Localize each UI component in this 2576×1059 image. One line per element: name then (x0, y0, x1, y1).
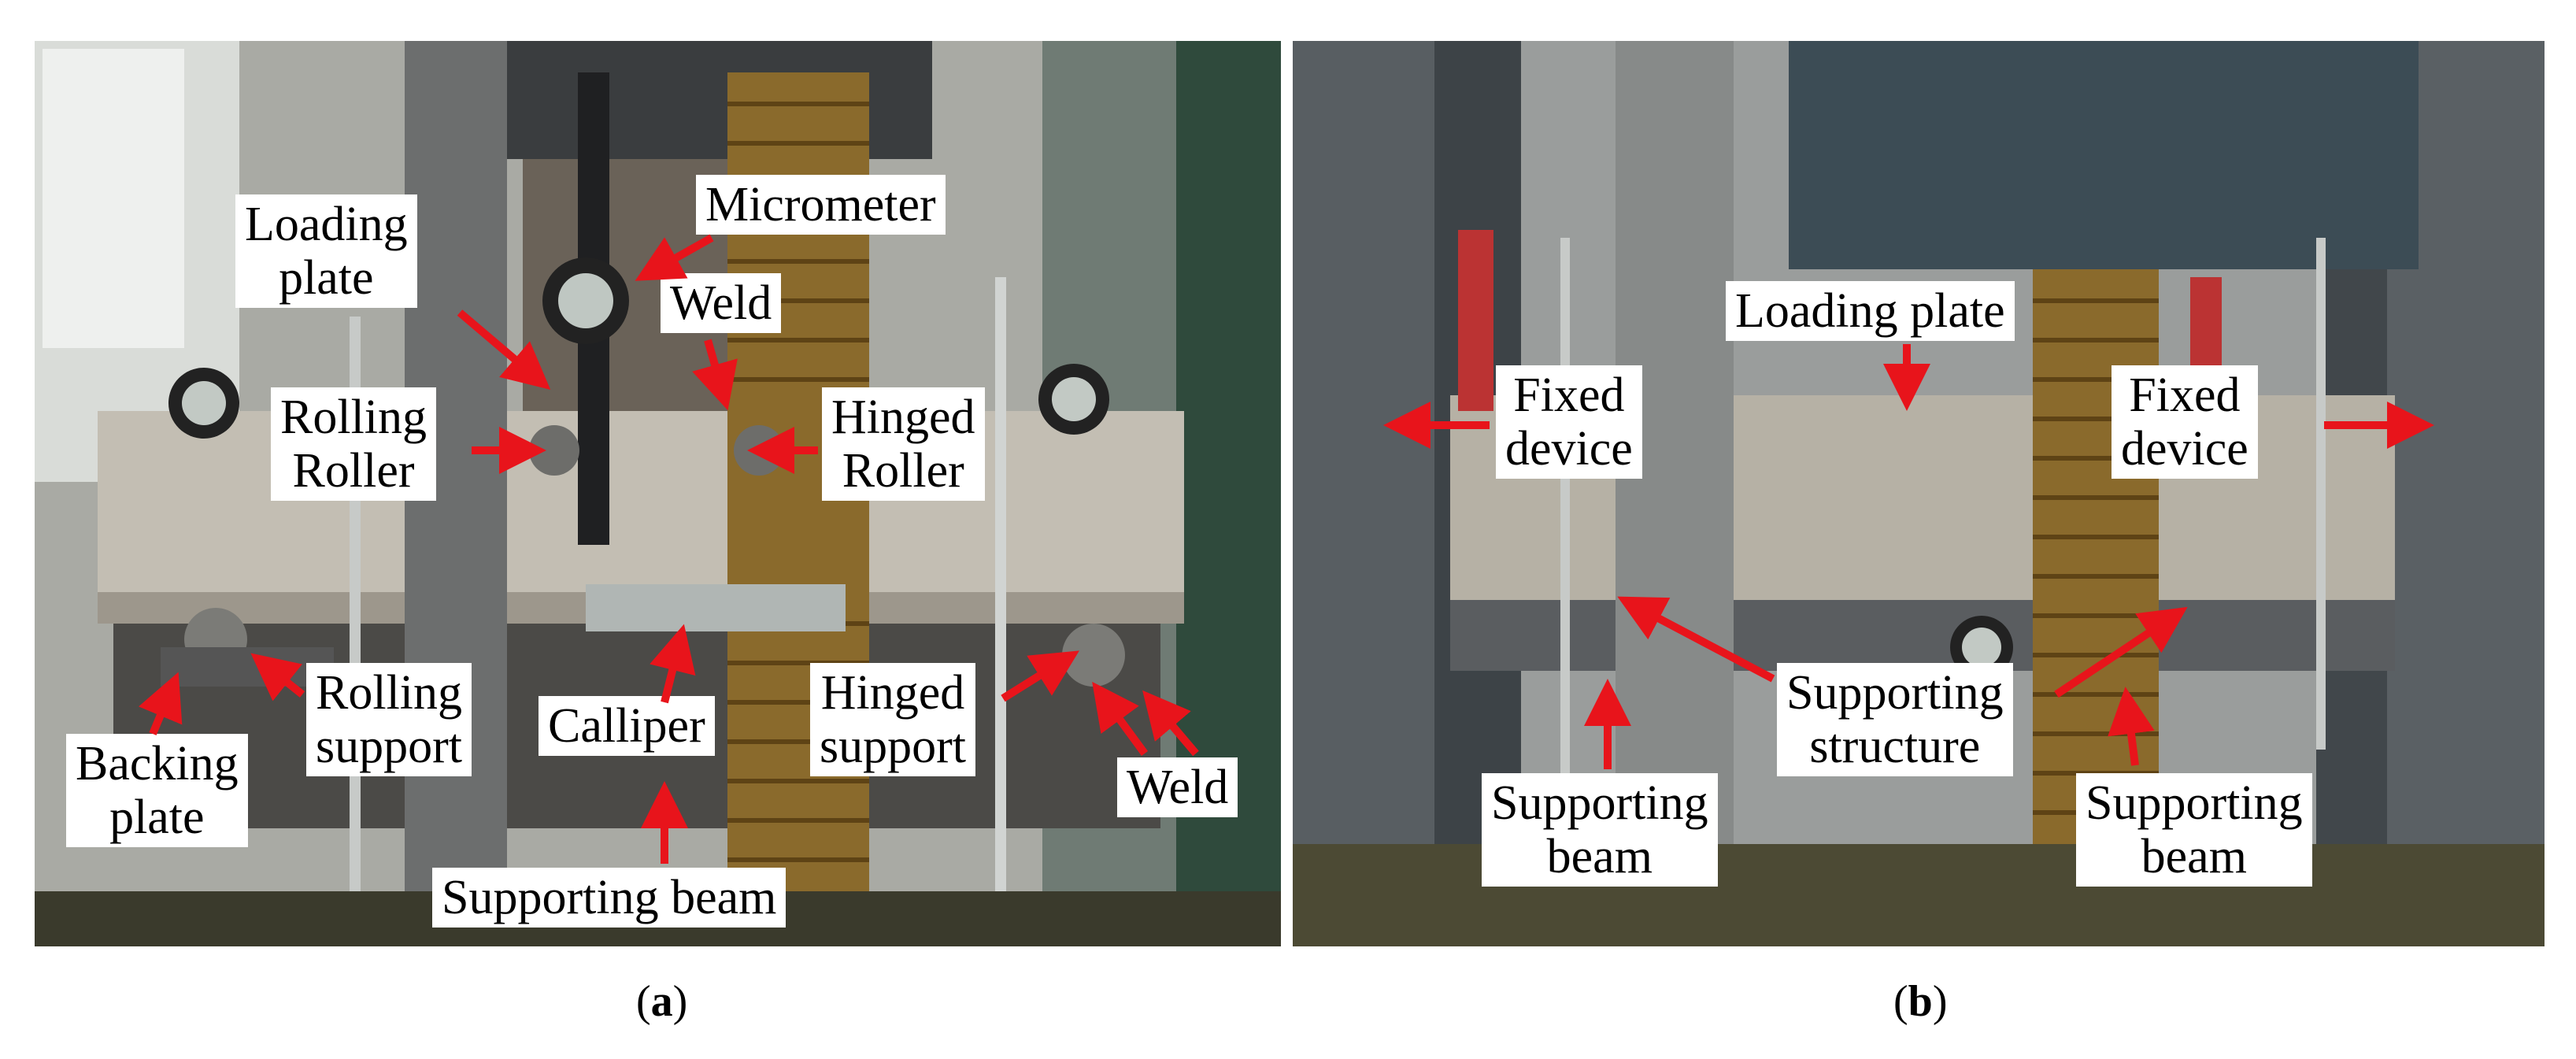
label-rolling-support-line2: support (316, 720, 463, 773)
arrow-weld-1 (1092, 681, 1149, 756)
label-fixed-device-left: Fixed device (1496, 365, 1642, 479)
label-fixed-device-left-line1: Fixed (1513, 368, 1625, 422)
label-fixed-device-left-line2: device (1505, 422, 1633, 476)
label-fixed-device-right-line1: Fixed (2129, 368, 2241, 422)
label-fixed-device-right: Fixed device (2112, 365, 2258, 479)
label-rolling-support: Rolling support (306, 663, 472, 776)
arrow-supporting-structure-left (1617, 596, 1775, 683)
arrow-weld-top (692, 339, 738, 411)
label-fixed-device-right-line2: device (2121, 422, 2248, 476)
label-supporting-structure-line2: structure (1809, 720, 1981, 773)
label-supporting-beam-left-line1: Supporting (1491, 776, 1708, 830)
arrow-backing-plate (138, 672, 183, 735)
label-weld-top: Weld (661, 273, 782, 333)
label-supporting-beam-left: Supporting beam (1482, 773, 1718, 887)
arrow-supporting-structure-right (2054, 606, 2188, 698)
caption-a-close: ) (672, 977, 688, 1026)
caption-b-close: ) (1932, 977, 1948, 1026)
label-hinged-roller-line2: Roller (842, 444, 964, 498)
label-hinged-roller-line1: Hinged (831, 391, 975, 444)
caption-b: (b) (1893, 976, 1947, 1027)
label-rolling-roller-line2: Roller (292, 444, 415, 498)
arrow-hinged-support (1001, 650, 1079, 702)
label-hinged-roller: Hinged Roller (822, 387, 985, 501)
label-supporting-structure-line1: Supporting (1786, 666, 2004, 720)
label-calliper: Calliper (539, 696, 715, 756)
label-supporting-beam: Supporting beam (432, 868, 786, 928)
label-loading-plate-line1: Loading (245, 198, 408, 251)
arrow-calliper (650, 624, 696, 704)
label-loading-plate: Loading plate (235, 194, 417, 308)
caption-a: (a) (636, 976, 687, 1027)
label-supporting-beam-right-line2: beam (2141, 830, 2247, 883)
label-backing-plate: Backing plate (66, 734, 248, 847)
arrow-weld-2 (1142, 690, 1199, 757)
caption-a-open: ( (636, 977, 651, 1026)
arrow-rolling-support (250, 653, 305, 702)
caption-b-letter: b (1908, 977, 1933, 1026)
label-supporting-beam-right: Supporting beam (2076, 773, 2312, 887)
label-supporting-structure: Supporting structure (1777, 663, 2013, 776)
label-loading-plate-b: Loading plate (1726, 281, 2015, 341)
arrow-supporting-beam-right (2108, 687, 2155, 766)
label-hinged-support-line1: Hinged (820, 666, 965, 720)
arrows-panel-a (138, 234, 1199, 864)
caption-b-open: ( (1893, 977, 1908, 1026)
photo-panel-a: Micrometer Loading plate Weld Rolling Ro… (35, 41, 1281, 946)
arrow-micrometer (635, 234, 714, 281)
label-hinged-support: Hinged support (810, 663, 975, 776)
photo-panel-b: Loading plate Fixed device Fixed device … (1293, 41, 2545, 946)
label-backing-plate-line2: plate (109, 791, 205, 844)
label-supporting-beam-right-line1: Supporting (2086, 776, 2303, 830)
caption-a-letter: a (650, 977, 673, 1026)
label-micrometer: Micrometer (696, 175, 946, 235)
label-loading-plate-line2: plate (279, 251, 374, 305)
label-supporting-beam-left-line2: beam (1546, 830, 1653, 883)
label-rolling-roller: Rolling Roller (271, 387, 437, 501)
arrows-panel-b (1383, 344, 2434, 769)
arrow-loading-plate (457, 309, 551, 390)
label-backing-plate-line1: Backing (76, 737, 239, 791)
label-rolling-roller-line1: Rolling (280, 391, 427, 444)
label-hinged-support-line2: support (820, 720, 966, 773)
label-weld-bottom: Weld (1117, 757, 1238, 817)
label-rolling-support-line1: Rolling (316, 666, 463, 720)
